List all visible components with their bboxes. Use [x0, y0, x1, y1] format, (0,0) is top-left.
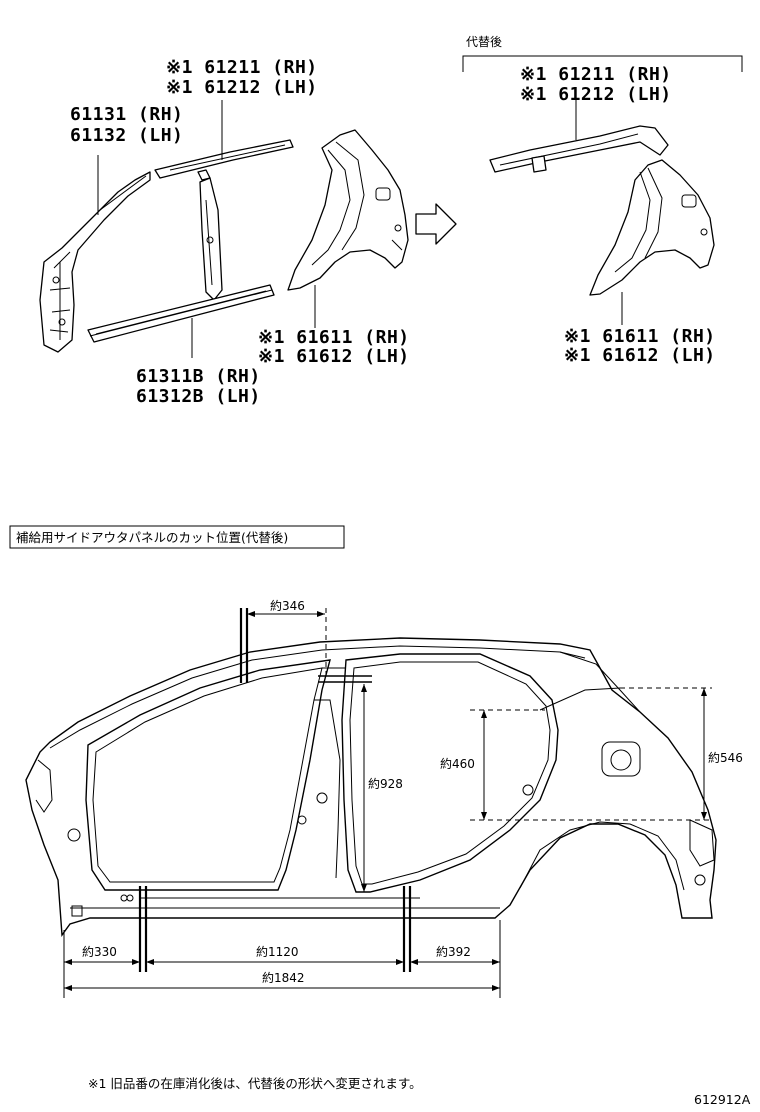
leader-lines-right [575, 100, 623, 325]
center-pillar-part [199, 177, 223, 301]
label-a-pillar-rh: 61131 (RH) [70, 104, 183, 125]
a-pillar-part [39, 171, 151, 353]
rocker-part [87, 284, 275, 343]
replacement-quarter-part [589, 159, 715, 296]
label-new-roof-rail-lh: ※1 61212 (LH) [520, 84, 672, 105]
dim-1842-label: 約1842 [262, 970, 305, 985]
dim-546-label: 約546 [708, 750, 743, 765]
dim-330 [64, 959, 140, 965]
dim-546 [620, 687, 712, 820]
dim-330-label: 約330 [82, 944, 117, 959]
label-rocker-lh: 61312B (LH) [136, 386, 261, 407]
quarter-panel-part [287, 129, 409, 291]
dim-1120 [146, 959, 404, 965]
replacement-roof-rail-part [489, 125, 669, 173]
cut-line-roof [239, 608, 249, 683]
section-title-box [9, 525, 345, 549]
label-rocker-rh: 61311B (RH) [136, 366, 261, 387]
label-a-pillar-lh: 61132 (LH) [70, 125, 183, 146]
dim-346-label: 約346 [270, 598, 305, 613]
label-roof-rail-lh: ※1 61212 (LH) [166, 77, 318, 98]
dim-1120-label: 約1120 [256, 944, 299, 959]
dim-460-label: 約460 [440, 756, 475, 771]
label-new-quarter-rh: ※1 61611 (RH) [564, 326, 716, 347]
dim-346 [247, 608, 327, 680]
replacement-heading: 代替後 [466, 35, 502, 49]
dim-392 [410, 959, 500, 965]
dim-1842 [64, 985, 500, 991]
footnote: ※1 旧品番の在庫消化後は、代替後の形状へ変更されます。 [88, 1076, 422, 1091]
dim-460 [470, 709, 712, 821]
side-outer-panel [25, 637, 717, 937]
dim-extensions [63, 920, 501, 998]
label-roof-rail-rh: ※1 61211 (RH) [166, 57, 318, 78]
replacement-arrow-icon [415, 203, 457, 245]
replacement-bracket [462, 55, 743, 72]
dim-928 [361, 684, 367, 892]
cut-line-rear [402, 886, 412, 972]
figure-id: 612912A [694, 1092, 751, 1107]
leader-lines-left [97, 100, 316, 358]
dim-928-label: 約928 [368, 776, 403, 791]
label-new-quarter-lh: ※1 61612 (LH) [564, 345, 716, 366]
label-new-roof-rail-rh: ※1 61211 (RH) [520, 64, 672, 85]
label-quarter-lh: ※1 61612 (LH) [258, 346, 410, 367]
roof-rail-part [154, 139, 294, 181]
dim-392-label: 約392 [436, 944, 471, 959]
section-title: 補給用サイドアウタパネルのカット位置(代替後) [16, 530, 288, 545]
cut-line-front [138, 886, 148, 972]
cut-line-b-pillar [318, 675, 372, 683]
label-quarter-rh: ※1 61611 (RH) [258, 327, 410, 348]
